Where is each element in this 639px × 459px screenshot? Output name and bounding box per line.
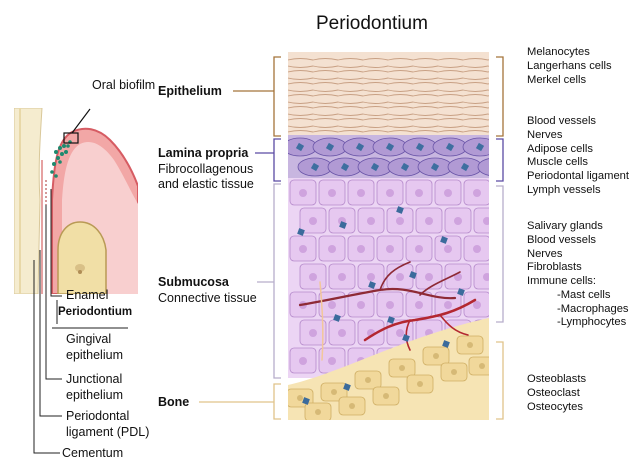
- bone-nucleus: [365, 377, 371, 383]
- submucosa-nucleus: [328, 301, 336, 309]
- bone-nucleus: [433, 353, 439, 359]
- bone-nucleus: [399, 365, 405, 371]
- submucosa-nucleus: [473, 301, 481, 309]
- junctional-epithelium-line2: epithelium: [66, 389, 123, 403]
- component-item: Fibroblasts: [527, 261, 629, 275]
- bone-nucleus: [479, 363, 485, 369]
- junctional-epithelium-line1: Junctional: [66, 373, 122, 387]
- submucosa-nucleus: [338, 273, 346, 281]
- component-item: Lymph vessels: [527, 184, 629, 198]
- lamina-cell: [478, 158, 512, 176]
- bone-components: Osteoblasts Osteoclast Osteocytes: [527, 373, 586, 414]
- cementum-label: Cementum: [62, 447, 123, 459]
- submucosa-nucleus: [483, 217, 491, 225]
- bone-nucleus: [417, 381, 423, 387]
- component-item: Osteocytes: [527, 401, 586, 415]
- component-item: Periodontal ligament: [527, 170, 629, 184]
- bone-nucleus: [349, 403, 355, 409]
- submucosa-nucleus: [454, 217, 462, 225]
- tissue-block: [283, 52, 513, 421]
- submucosa-nucleus: [386, 189, 394, 197]
- submucosa-nucleus: [396, 329, 404, 337]
- submucosa-nucleus: [367, 217, 375, 225]
- submucosa-nucleus: [396, 217, 404, 225]
- epithelium-label: Epithelium: [158, 85, 222, 99]
- bone-nucleus: [383, 393, 389, 399]
- lamina-nucleus: [491, 163, 499, 171]
- submucosa-nucleus: [309, 217, 317, 225]
- component-item: Blood vessels: [527, 115, 629, 129]
- submucosa-components: Salivary glands Blood vessels Nerves Fib…: [527, 220, 629, 330]
- submucosa-nucleus: [357, 245, 365, 253]
- component-item: Osteoclast: [527, 387, 586, 401]
- gingival-epithelium-line2: epithelium: [66, 349, 123, 363]
- submucosa-nucleus: [425, 217, 433, 225]
- bone-nucleus: [297, 395, 303, 401]
- bone-nucleus: [315, 409, 321, 415]
- submucosa-nucleus: [328, 245, 336, 253]
- bone-nucleus: [331, 389, 337, 395]
- submucosa-nucleus: [473, 245, 481, 253]
- submucosa-nucleus: [415, 301, 423, 309]
- submucosa-nucleus: [415, 245, 423, 253]
- submucosa-nucleus: [425, 273, 433, 281]
- component-item: Immune cells:: [527, 275, 629, 289]
- component-item: Langerhans cells: [527, 60, 612, 74]
- left-brackets: [274, 57, 281, 419]
- epithelium-components: Melanocytes Langerhans cells Merkel cell…: [527, 46, 612, 87]
- periodontium-heading: Periodontium: [58, 306, 132, 318]
- bone-nucleus: [467, 342, 473, 348]
- component-item: Muscle cells: [527, 156, 629, 170]
- component-item: Nerves: [527, 248, 629, 262]
- bone-label: Bone: [158, 396, 189, 410]
- oral-biofilm-label: Oral biofilm: [92, 79, 155, 93]
- submucosa-nucleus: [357, 189, 365, 197]
- submucosa-nucleus: [415, 189, 423, 197]
- tooth-gingiva-diagram: [14, 108, 138, 294]
- pdl-line2: ligament (PDL): [66, 426, 149, 440]
- component-item: -Macrophages: [527, 303, 629, 317]
- lamina-propria-desc-1: Fibrocollagenous: [158, 163, 253, 177]
- submucosa-nucleus: [444, 301, 452, 309]
- gingival-epithelium-line1: Gingival: [66, 333, 111, 347]
- component-item: Salivary glands: [527, 220, 629, 234]
- submucosa-nucleus: [299, 357, 307, 365]
- lamina-propria-desc-2: and elastic tissue: [158, 178, 254, 192]
- submucosa-nucleus: [338, 329, 346, 337]
- bone-nucleus: [451, 369, 457, 375]
- submucosa-nucleus: [299, 245, 307, 253]
- lamina-propria-components: Blood vessels Nerves Adipose cells Muscl…: [527, 115, 629, 198]
- submucosa-nucleus: [328, 189, 336, 197]
- component-item: Adipose cells: [527, 143, 629, 157]
- component-item: Melanocytes: [527, 46, 612, 60]
- component-item: Merkel cells: [527, 74, 612, 88]
- submucosa-desc: Connective tissue: [158, 292, 257, 306]
- submucosa-nucleus: [444, 245, 452, 253]
- submucosa-nucleus: [386, 245, 394, 253]
- enamel-label: Enamel: [66, 289, 108, 303]
- submucosa-nucleus: [299, 189, 307, 197]
- component-item: Blood vessels: [527, 234, 629, 248]
- submucosa-label: Submucosa: [158, 276, 229, 290]
- submucosa-nucleus: [396, 273, 404, 281]
- submucosa-nucleus: [357, 301, 365, 309]
- submucosa-nucleus: [367, 273, 375, 281]
- submucosa-nucleus: [328, 357, 336, 365]
- component-item: -Lymphocytes: [527, 316, 629, 330]
- component-item: Nerves: [527, 129, 629, 143]
- pdl-line1: Periodontal: [66, 410, 129, 424]
- right-brackets: [496, 57, 503, 419]
- submucosa-nucleus: [483, 273, 491, 281]
- component-item: Osteoblasts: [527, 373, 586, 387]
- component-item: -Mast cells: [527, 289, 629, 303]
- submucosa-nucleus: [473, 189, 481, 197]
- submucosa-nucleus: [444, 189, 452, 197]
- submucosa-nucleus: [386, 301, 394, 309]
- submucosa-nucleus: [309, 273, 317, 281]
- figure-title: Periodontium: [316, 14, 428, 35]
- submucosa-nucleus: [309, 329, 317, 337]
- lamina-propria-label: Lamina propria: [158, 147, 248, 161]
